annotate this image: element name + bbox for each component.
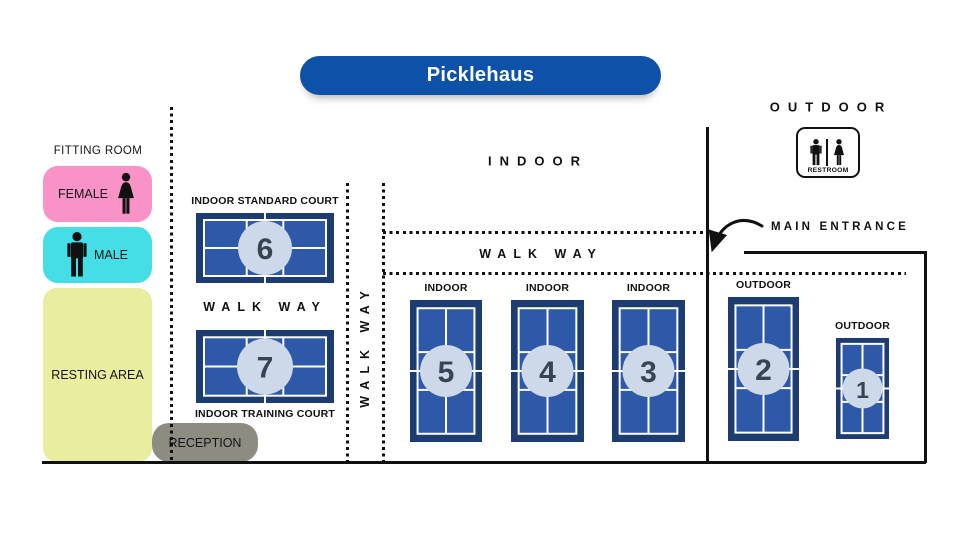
court-number: 7	[257, 352, 274, 385]
court-number: 4	[539, 356, 556, 389]
fitting-room-label: FITTING ROOM	[53, 145, 143, 157]
restroom-sign: RESTROOM	[796, 127, 860, 178]
reception-label: RECEPTION	[168, 435, 242, 450]
court-1-label: OUTDOOR	[834, 320, 891, 332]
male-room-label: MALE	[93, 248, 129, 262]
resting-area-label: RESTING AREA	[51, 368, 144, 382]
court-3: 3	[608, 300, 689, 442]
resting-area: RESTING AREA	[43, 288, 152, 462]
bottom-wall	[42, 461, 926, 464]
main-entrance-label: MAIN ENTRANCE	[770, 221, 910, 233]
courts-walkway-label: WALK WAY	[203, 300, 327, 314]
court-2-label: OUTDOOR	[735, 279, 792, 291]
indoor-zone-label: INDOOR	[488, 153, 588, 169]
court-number: 6	[257, 233, 274, 266]
indoor-walkway-top-dotted	[383, 231, 707, 234]
court-4: 4	[507, 300, 588, 442]
restroom-female-icon	[833, 139, 845, 166]
walkway-right-dotted	[382, 183, 385, 463]
restroom-divider	[826, 139, 828, 166]
court-7: 7	[196, 326, 334, 407]
court-number: 5	[438, 356, 455, 389]
court-number: 3	[640, 356, 657, 389]
outdoor-zone-label: OUTDOOR	[769, 99, 893, 115]
court-5-label: INDOOR	[424, 282, 468, 294]
court-3-label: INDOOR	[626, 282, 671, 294]
court-number: 1	[856, 377, 869, 403]
court-number: 2	[755, 354, 772, 387]
indoor-walkway-bottom-dotted	[383, 272, 906, 275]
indoor-outdoor-wall	[706, 127, 709, 463]
male-icon	[67, 232, 87, 277]
female-icon	[118, 172, 134, 214]
main-entrance-arrow	[708, 219, 764, 253]
center-walkway-label: WALK WAY	[479, 247, 603, 261]
facility-title: Picklehaus	[300, 56, 661, 95]
restroom-label: RESTROOM	[807, 167, 849, 174]
court-7-label: INDOOR TRAINING COURT	[194, 408, 336, 420]
female-room-label: FEMALE	[57, 187, 108, 201]
fitting-room-male: MALE	[43, 227, 152, 283]
walkway-left-dotted	[346, 183, 349, 463]
court-6: 6	[196, 209, 334, 287]
entrance-top-wall	[744, 251, 926, 254]
court-6-label: INDOOR STANDARD COURT	[191, 195, 339, 207]
fitting-room-female: FEMALE	[43, 166, 152, 222]
left-boundary-dotted	[170, 107, 173, 463]
court-4-label: INDOOR	[525, 282, 570, 294]
restroom-figures	[810, 139, 846, 166]
court-2: 2	[724, 297, 803, 441]
vertical-walkway-label: WALK WAY	[358, 284, 372, 408]
right-wall	[924, 251, 927, 463]
court-5: 5	[406, 300, 486, 442]
restroom-male-icon	[810, 139, 822, 166]
court-1: 1	[832, 338, 893, 439]
reception-desk: RECEPTION	[152, 423, 258, 462]
